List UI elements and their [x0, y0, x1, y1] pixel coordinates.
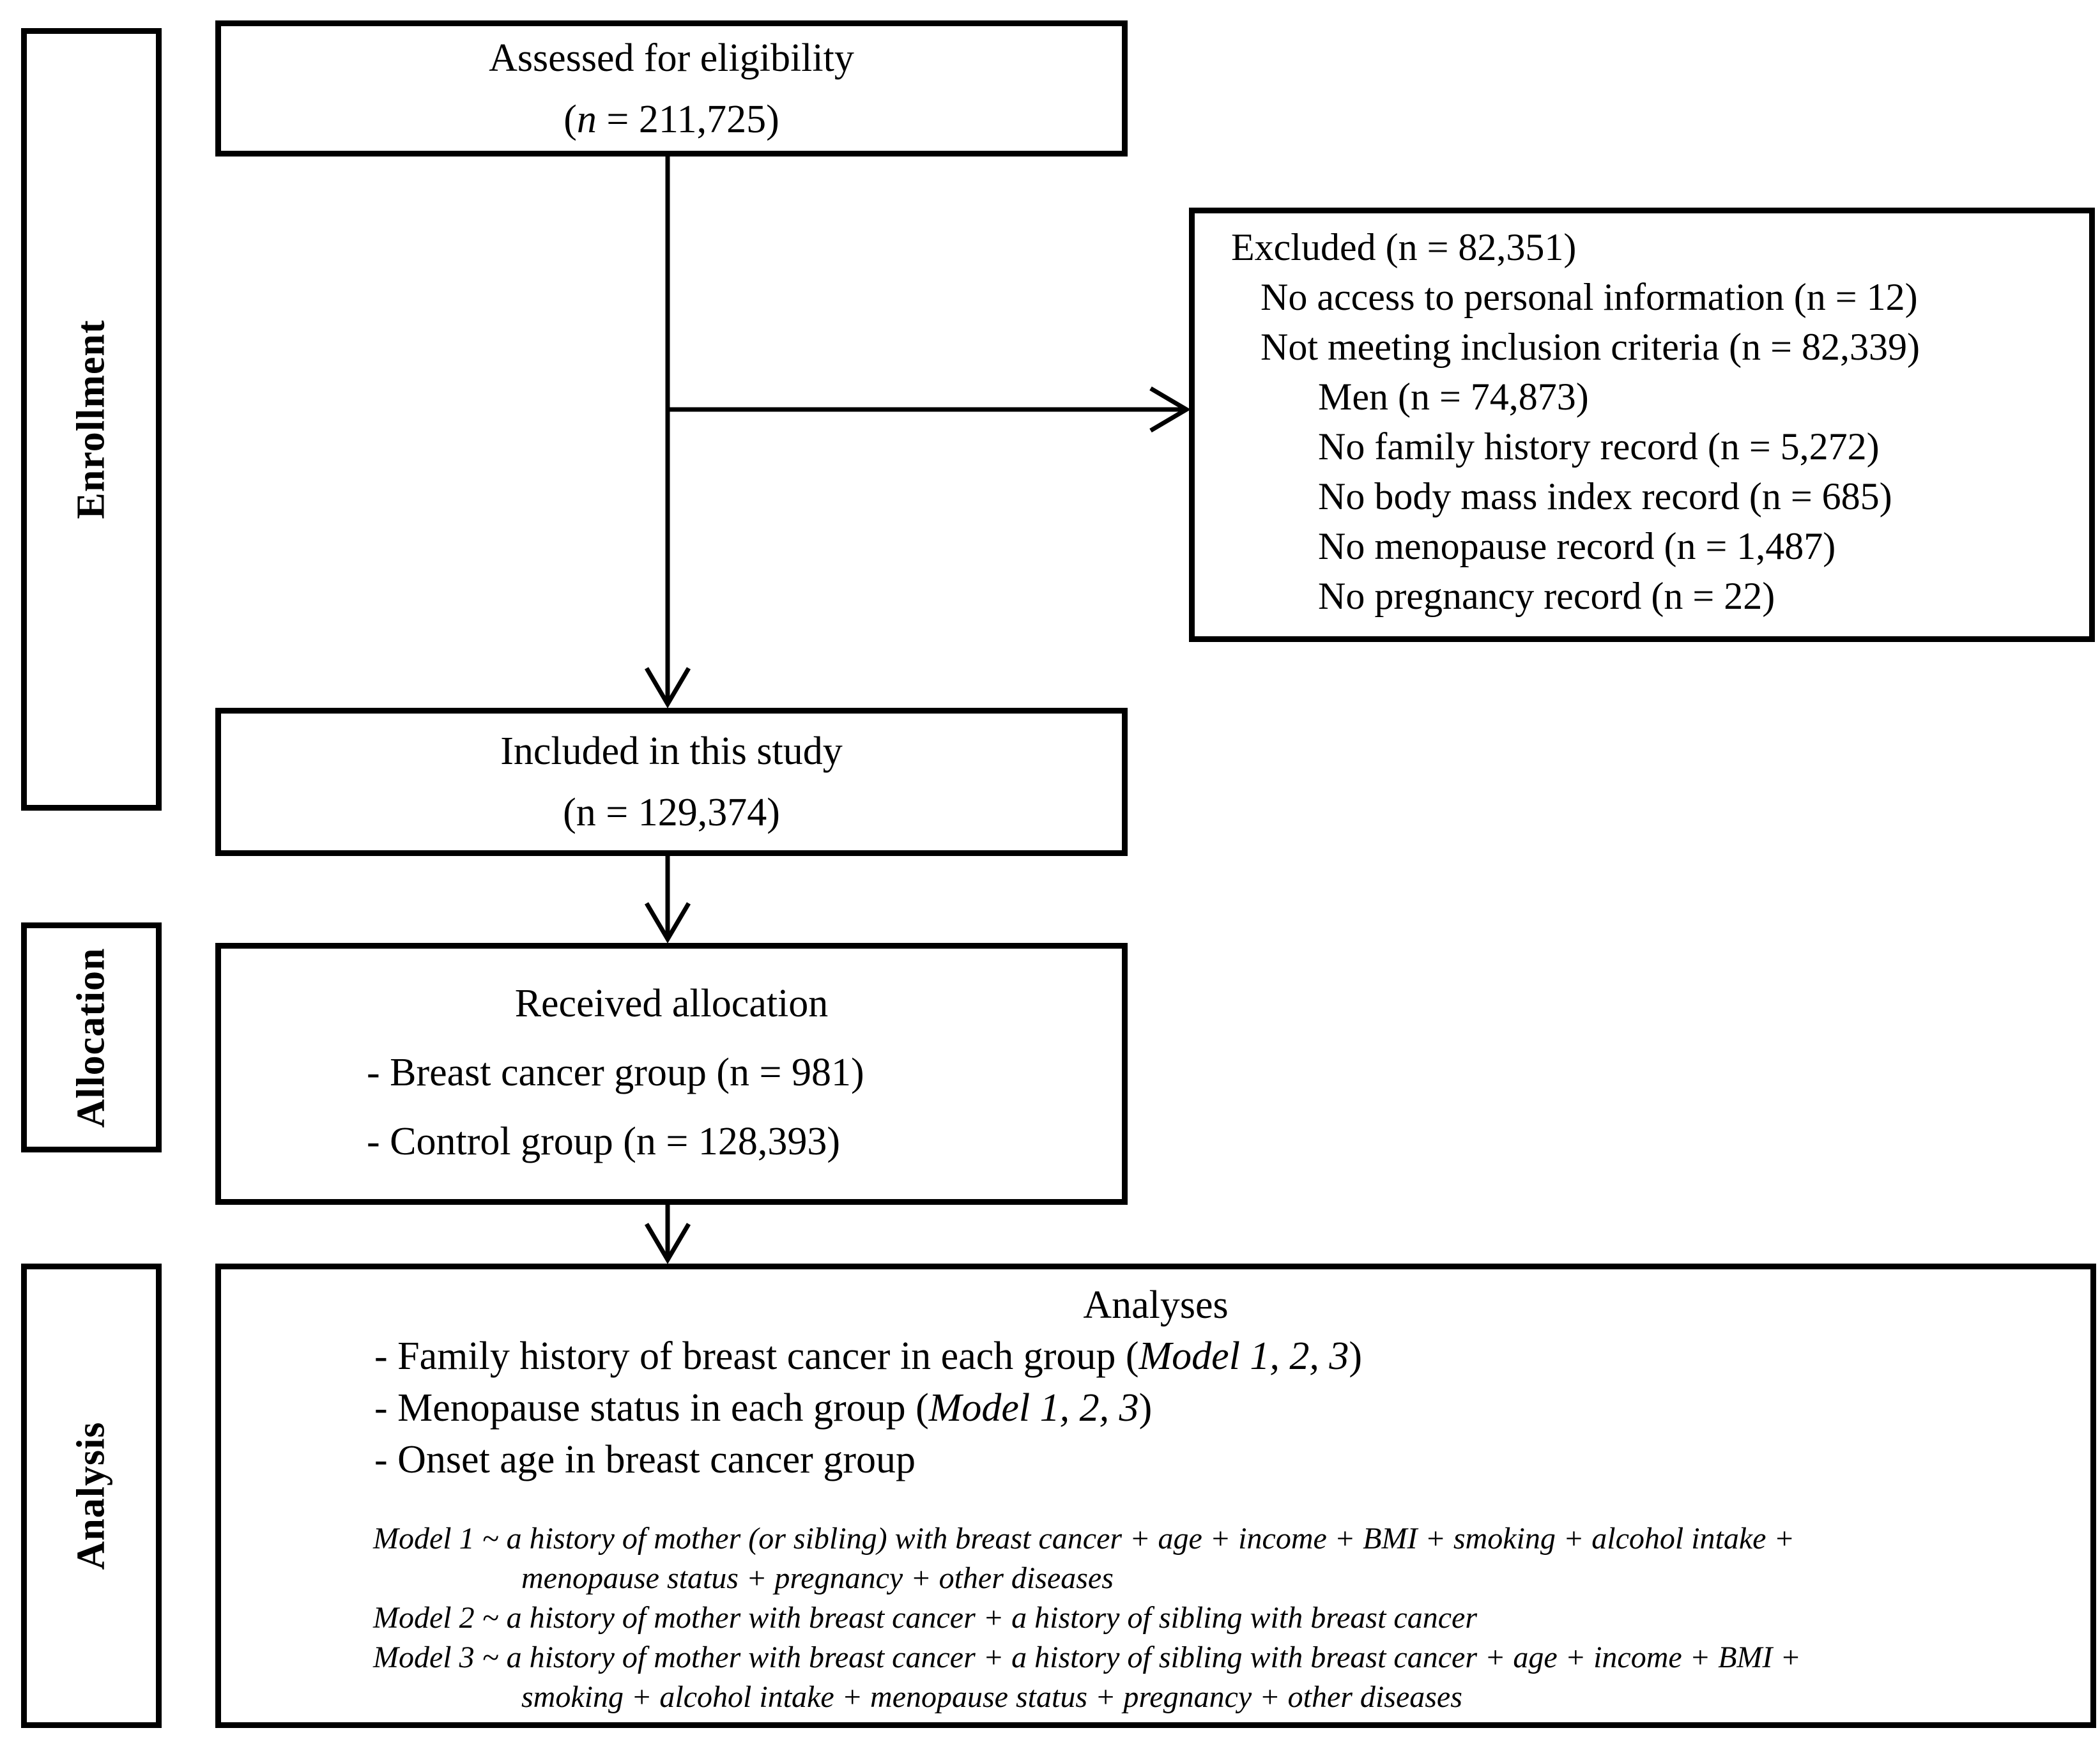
- included-count: (n = 129,374): [563, 791, 780, 834]
- excluded-line: No pregnancy record (n = 22): [1318, 575, 1775, 617]
- arrowhead-right-icon: [1149, 386, 1191, 433]
- analysis-item: - Onset age in breast cancer group: [221, 1434, 2090, 1486]
- assessed-count-n: n: [576, 97, 597, 141]
- arrow-branch-to-excluded: [668, 386, 1191, 433]
- assessed-count-rest: = 211,725): [596, 97, 779, 141]
- assessed-count: (n = 211,725): [563, 89, 779, 150]
- included-box: Included in this study (n = 129,374): [215, 708, 1128, 856]
- arrow-received-to-analyses: [644, 1205, 691, 1264]
- analysis-item-close: ): [1349, 1334, 1363, 1378]
- model-definitions: Model 1 ~ a history of mother (or siblin…: [221, 1519, 2090, 1717]
- included-title: Included in this study: [500, 730, 843, 773]
- analysis-item-close: ): [1138, 1386, 1153, 1430]
- received-item: - Control group (n = 128,393): [367, 1120, 841, 1163]
- excluded-line: Not meeting inclusion criteria (n = 82,3…: [1261, 326, 1920, 368]
- excluded-box: Excluded (n = 82,351) No access to perso…: [1189, 208, 2095, 642]
- analysis-item: - Menopause status in each group (Model …: [221, 1382, 2090, 1434]
- analysis-item-text: - Family history of breast cancer in eac…: [374, 1334, 1139, 1378]
- assessed-count-open: (: [563, 97, 577, 141]
- model-line-continuation: smoking + alcohol intake + menopause sta…: [521, 1680, 1462, 1714]
- received-allocation-box: Received allocation - Breast cancer grou…: [215, 943, 1128, 1205]
- arrow-assessed-to-included: [644, 157, 691, 708]
- received-title: Received allocation: [514, 982, 829, 1025]
- analysis-item-text: - Onset age in breast cancer group: [374, 1438, 916, 1481]
- excluded-line: Excluded (n = 82,351): [1231, 226, 1577, 268]
- stage-box-allocation: Allocation: [21, 922, 162, 1152]
- excluded-line: No access to personal information (n = 1…: [1261, 276, 1918, 318]
- received-item: - Breast cancer group (n = 981): [367, 1051, 864, 1094]
- analyses-box: Analyses - Family history of breast canc…: [215, 1264, 2096, 1728]
- stage-label-enrollment: Enrollment: [69, 319, 113, 519]
- analysis-item-model-ref: Model 1, 2, 3: [1138, 1334, 1349, 1378]
- arrow-included-to-received: [644, 856, 691, 944]
- excluded-line: No menopause record (n = 1,487): [1318, 525, 1836, 567]
- excluded-line: No family history record (n = 5,272): [1318, 425, 1880, 468]
- analyses-title: Analyses: [1083, 1283, 1229, 1327]
- stage-label-allocation: Allocation: [69, 947, 113, 1128]
- analysis-item-model-ref: Model 1, 2, 3: [928, 1386, 1139, 1430]
- analysis-item-text: - Menopause status in each group (: [374, 1386, 929, 1430]
- arrowhead-down-icon: [644, 902, 691, 944]
- assessed-title: Assessed for eligibility: [489, 36, 854, 80]
- model-line-continuation: menopause status + pregnancy + other dis…: [521, 1561, 1114, 1595]
- stage-label-analysis: Analysis: [69, 1421, 113, 1570]
- analysis-item: - Family history of breast cancer in eac…: [221, 1331, 2090, 1382]
- arrowhead-down-icon: [644, 1223, 691, 1264]
- model-line: Model 2 ~ a history of mother with breas…: [373, 1601, 1477, 1635]
- assessed-box: Assessed for eligibility (n = 211,725): [215, 20, 1128, 157]
- model-line: Model 3 ~ a history of mother with breas…: [373, 1640, 1801, 1674]
- stage-box-analysis: Analysis: [21, 1264, 162, 1728]
- stage-box-enrollment: Enrollment: [21, 28, 162, 811]
- excluded-line: Men (n = 74,873): [1318, 376, 1589, 418]
- arrowhead-down-icon: [644, 667, 691, 708]
- excluded-line: No body mass index record (n = 685): [1318, 475, 1892, 517]
- model-line: Model 1 ~ a history of mother (or siblin…: [373, 1522, 1795, 1556]
